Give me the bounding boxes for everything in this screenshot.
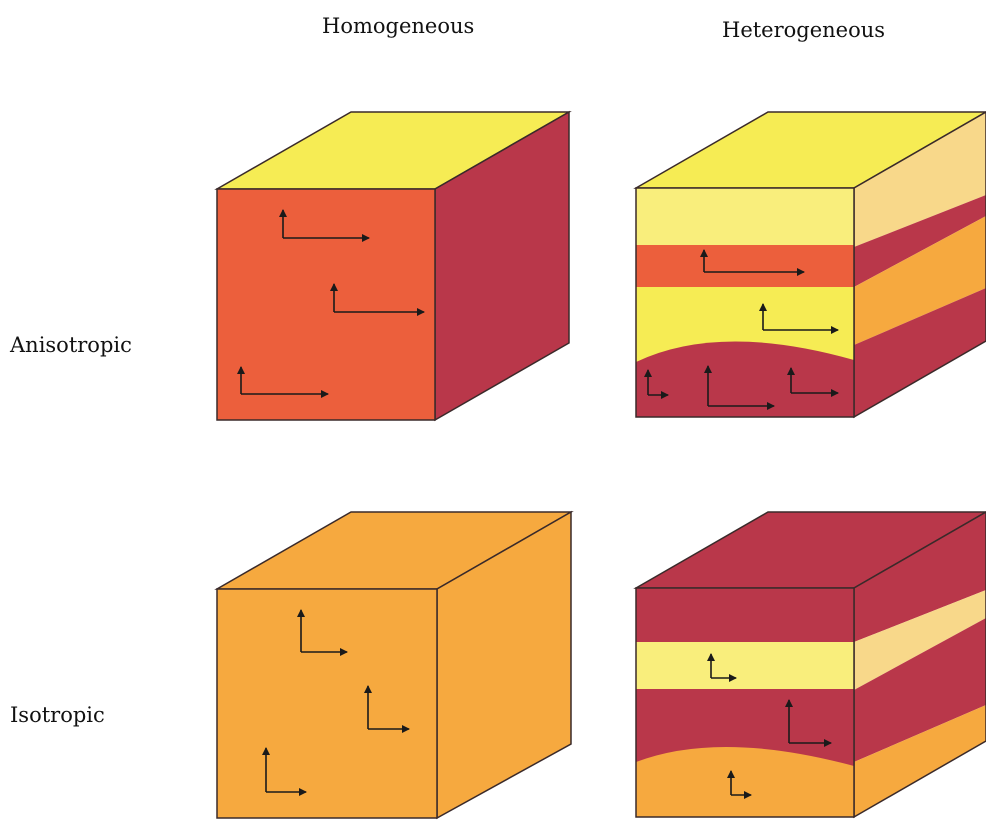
block-front-layers [636,588,854,817]
block-front-face [217,189,435,420]
block-homogeneous-anisotropic [217,112,569,420]
block-homogeneous-isotropic [217,512,571,818]
block-heterogeneous-anisotropic [636,112,986,417]
block-front-layers [636,188,854,417]
block-heterogeneous-isotropic [636,512,986,817]
block-front-face [217,589,437,818]
